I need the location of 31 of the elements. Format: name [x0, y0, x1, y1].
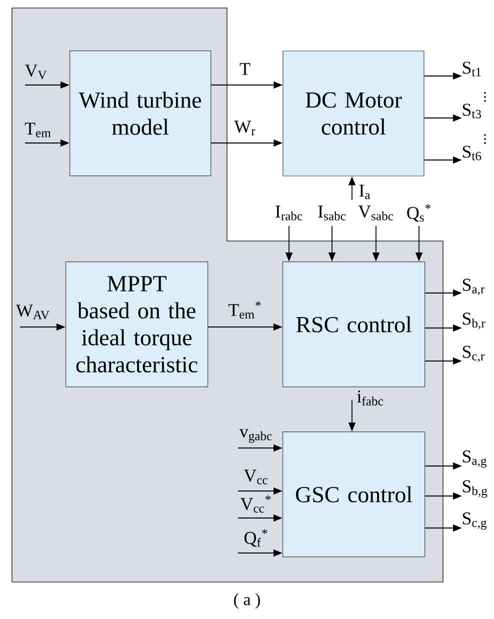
signal-label: S$_{c,r}$ — [462, 346, 485, 362]
signal-label: S$_{a,g}$ — [462, 450, 486, 468]
signal-label: V$_{sabc}$ — [358, 206, 394, 220]
signal-label: T — [240, 63, 250, 75]
signal-label: S$_{b,g}$ — [462, 480, 488, 498]
control-box: Wind turbine model — [70, 50, 212, 176]
signal-label: V$_{cc}$* — [240, 495, 271, 513]
signal-label: I$_{rabc}$ — [276, 206, 302, 220]
signal-label: S$_{t3}$ — [462, 104, 481, 118]
signal-label: W$_{AV}$ — [16, 304, 50, 320]
signal-label: V$_{cc}$ — [244, 470, 268, 484]
signal-label: i$_{fabc}$ — [357, 390, 383, 406]
signal-label: S$_{a,r}$ — [462, 278, 485, 296]
signal-label: S$_{t6}$ — [462, 146, 482, 160]
control-box: MPPT based on the ideal torque characteristic — [66, 262, 208, 388]
signal-label: T$_{em}$* — [228, 301, 261, 319]
signal-label: Q$_{f}$* — [244, 529, 268, 547]
control-box: GSC control — [282, 432, 426, 558]
signal-label: V$_{V}$ — [24, 64, 47, 80]
signal-label: I$_{a}$ — [359, 184, 370, 200]
control-box: RSC control — [282, 262, 426, 388]
signal-label: v$_{gabc}$ — [239, 429, 272, 443]
caption: ( a ) — [234, 593, 260, 609]
signal-label: S$_{b,r}$ — [462, 312, 486, 330]
signal-label: S$_{c,g}$ — [462, 512, 486, 530]
signal-label: W$_{r}$ — [234, 120, 256, 136]
signal-label: T$_{em}$ — [24, 122, 51, 138]
signal-label: S$_{t1}$ — [462, 62, 481, 76]
signal-label: I$_{sabc}$ — [318, 206, 346, 220]
control-box: DC Motor control — [282, 50, 424, 176]
signal-label: Q$_{s}$* — [407, 204, 430, 222]
